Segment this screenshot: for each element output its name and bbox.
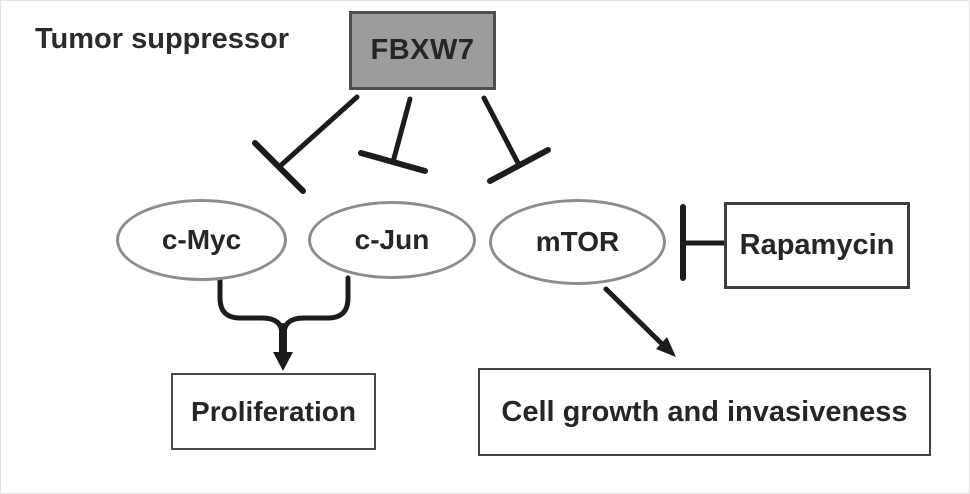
fbxw7-cmyc-inhibit-bar — [252, 140, 306, 194]
connector-group — [217, 94, 728, 371]
cjun-brace-curve — [281, 275, 351, 337]
brace-tail-point — [273, 352, 293, 371]
tumor-suppressor-label: Tumor suppressor — [35, 23, 290, 55]
mtor-cellgrowth-arrowhead — [656, 337, 676, 357]
fbxw7-cmyc-inhibit-line — [276, 94, 360, 170]
rapamycin-node: Rapamycin — [724, 202, 910, 289]
fbxw7-cjun-inhibit-bar — [358, 150, 428, 174]
cell-growth-node: Cell growth and invasiveness — [478, 368, 931, 456]
fbxw7-mtor-inhibit-bar — [487, 147, 551, 184]
cjun-node: c-Jun — [308, 201, 476, 279]
proliferation-node: Proliferation — [171, 373, 376, 450]
fbxw7-node: FBXW7 — [349, 11, 496, 90]
mtor-node: mTOR — [489, 199, 666, 285]
cmyc-node: c-Myc — [116, 199, 287, 281]
mtor-cellgrowth-arrow-line — [603, 286, 664, 346]
fbxw7-cjun-inhibit-line — [390, 96, 413, 165]
cmyc-brace-curve — [217, 277, 285, 337]
fbxw7-mtor-inhibit-line — [481, 95, 522, 168]
